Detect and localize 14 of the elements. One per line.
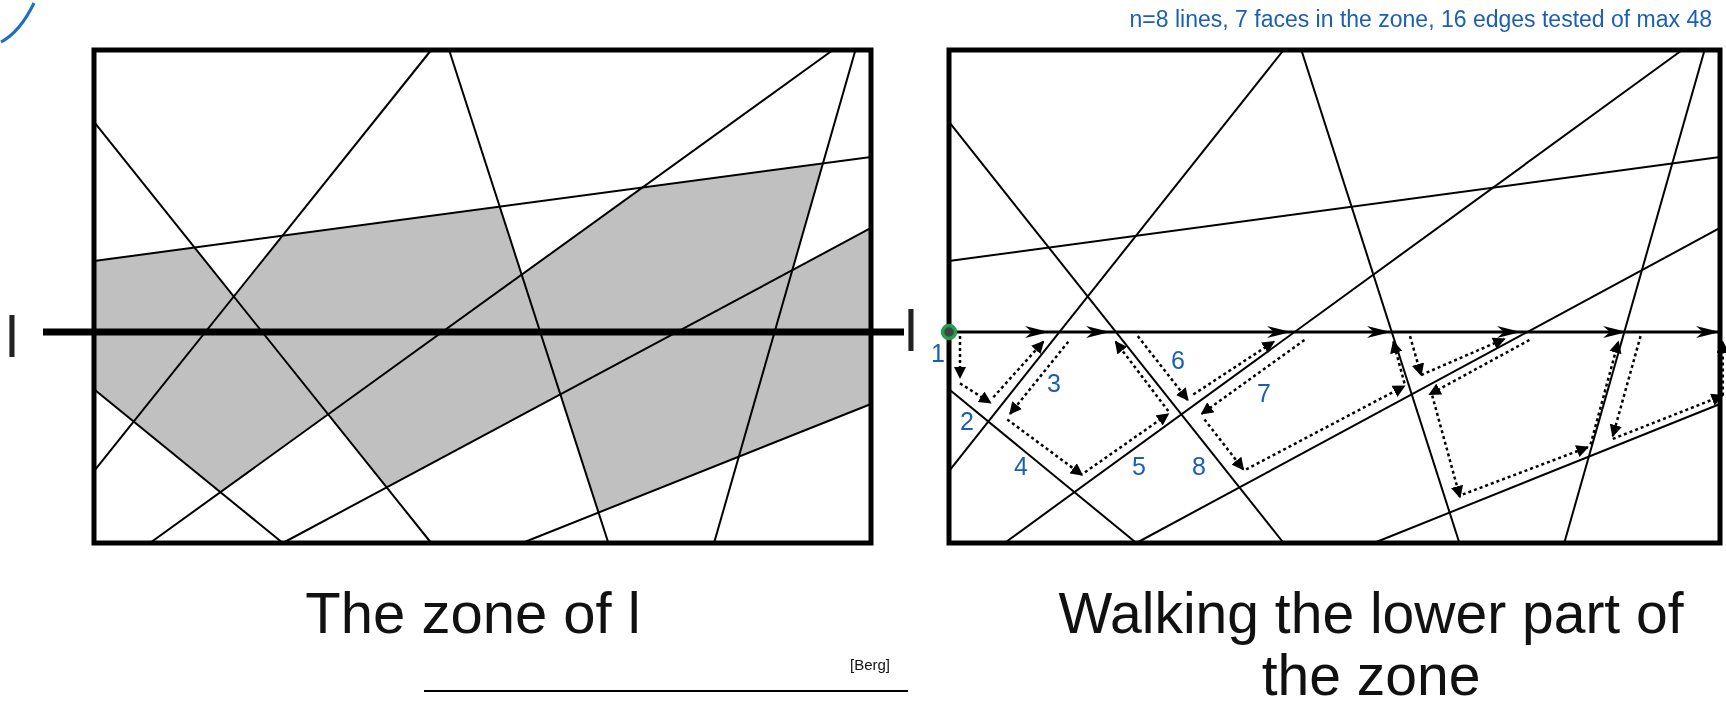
step-number: 5	[1132, 453, 1146, 479]
step-number: 7	[1257, 380, 1271, 406]
caption: The zone of l	[305, 584, 641, 642]
citation: [Berg]	[850, 656, 890, 672]
step-number: 6	[1171, 347, 1185, 373]
line-label: l	[904, 302, 918, 360]
step-number: 1	[931, 340, 945, 366]
step-number: 2	[960, 408, 974, 434]
line-label: l	[5, 308, 19, 366]
caption: Walking the lower part of the zone	[1057, 582, 1685, 706]
step-number: 3	[1047, 370, 1061, 396]
step-number: 4	[1014, 453, 1028, 479]
panel-heading: n=8 lines, 7 faces in the zone, 16 edges tested of max 48	[1129, 8, 1712, 31]
step-number: 8	[1192, 453, 1206, 479]
